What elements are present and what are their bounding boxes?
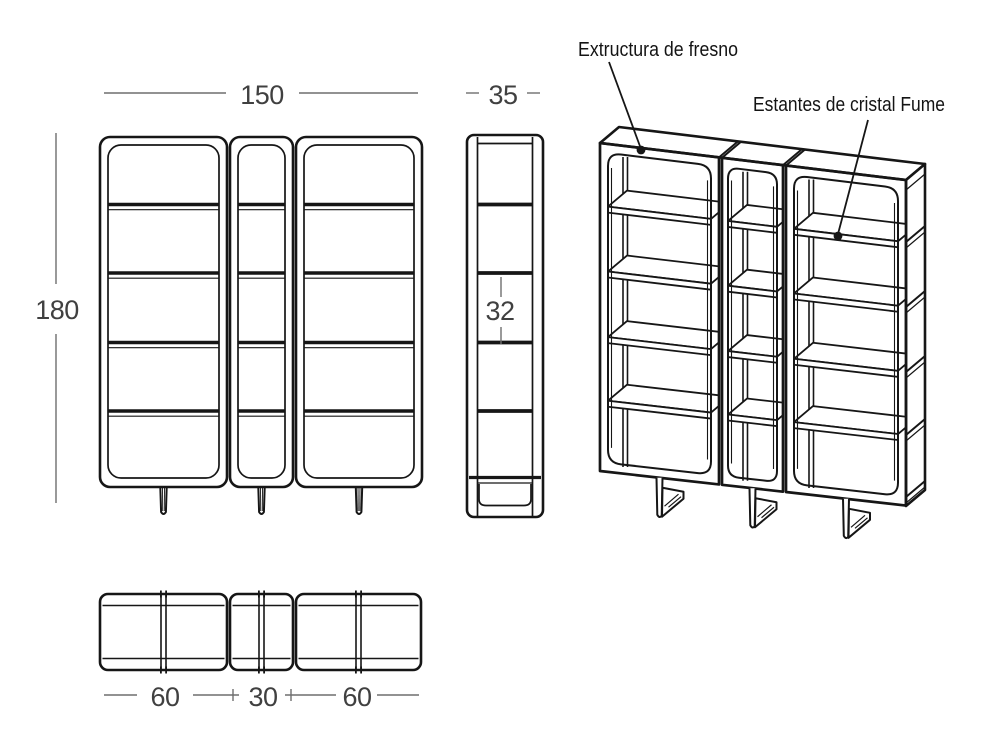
right-side-face bbox=[904, 162, 927, 508]
frame-leader-dot-icon bbox=[636, 145, 646, 155]
module-foot-3d bbox=[842, 498, 871, 540]
dimension-lines bbox=[55, 92, 540, 701]
module-outer-frame bbox=[294, 135, 424, 489]
line bbox=[761, 506, 775, 519]
line bbox=[854, 517, 868, 529]
shelf-material-label: Estantes de cristal Fume bbox=[753, 94, 945, 116]
line bbox=[718, 140, 739, 159]
line bbox=[905, 486, 926, 504]
top-module-0 bbox=[98, 590, 229, 674]
module-inner-frame bbox=[107, 144, 220, 479]
line bbox=[905, 173, 926, 191]
top-module-2 bbox=[294, 590, 423, 674]
side-outer-frame bbox=[465, 133, 545, 519]
module-leg bbox=[354, 486, 364, 515]
module-outer-frame bbox=[228, 135, 295, 489]
side-foot-cutout bbox=[478, 484, 532, 507]
line bbox=[785, 148, 806, 167]
line bbox=[757, 504, 772, 518]
foot-gusset bbox=[754, 497, 778, 529]
shelf-spacing-dimension-label: 32 bbox=[485, 296, 514, 326]
perspective-module-2 bbox=[793, 179, 906, 489]
perspective-view bbox=[598, 125, 927, 540]
line bbox=[905, 361, 926, 379]
width-dimension-label: 150 bbox=[240, 80, 284, 110]
top-module-1 bbox=[228, 590, 295, 674]
line bbox=[905, 355, 926, 373]
line bbox=[721, 140, 742, 159]
module-plan-outline bbox=[98, 592, 229, 672]
module-outer-frame bbox=[98, 135, 229, 489]
module-plan-outline bbox=[294, 592, 423, 672]
dimension-labels: 150 180 35 32 60 30 60 bbox=[35, 80, 518, 712]
module-inner-frame-3d bbox=[793, 175, 899, 496]
front-view bbox=[98, 135, 424, 515]
center-module-dimension-label: 30 bbox=[248, 682, 277, 712]
module-inner-frame bbox=[237, 144, 286, 479]
line bbox=[668, 496, 682, 508]
front-module-2 bbox=[294, 135, 424, 515]
line bbox=[905, 480, 926, 498]
line bbox=[782, 148, 803, 166]
module-leg bbox=[257, 486, 266, 515]
module-outer-frame-3d bbox=[598, 141, 721, 486]
side-view bbox=[465, 133, 545, 519]
material-annotations: Extructura de fresno Estantes de cristal… bbox=[578, 39, 945, 241]
line bbox=[905, 424, 926, 442]
perspective-module-0 bbox=[607, 157, 719, 467]
left-module-dimension-label: 60 bbox=[150, 682, 179, 712]
line bbox=[850, 514, 866, 528]
line bbox=[905, 231, 926, 249]
line bbox=[905, 290, 926, 308]
module-inner-frame bbox=[303, 144, 415, 479]
depth-dimension-label: 35 bbox=[488, 80, 517, 110]
module-foot-3d bbox=[655, 477, 685, 518]
front-module-0 bbox=[98, 135, 229, 515]
module-inner-frame-3d bbox=[607, 153, 712, 475]
right-module-dimension-label: 60 bbox=[342, 682, 371, 712]
front-module-1 bbox=[228, 135, 295, 515]
side-panel bbox=[904, 162, 927, 508]
module-outer-frame-3d bbox=[720, 156, 785, 494]
foot-gusset bbox=[847, 507, 871, 539]
line bbox=[837, 119, 869, 235]
module-inner-frame-3d bbox=[727, 167, 778, 482]
top-view bbox=[98, 590, 423, 674]
line bbox=[608, 61, 642, 150]
line bbox=[905, 225, 926, 243]
module-plan-outline bbox=[228, 592, 295, 672]
foot-gusset bbox=[661, 486, 685, 518]
height-dimension-label: 180 bbox=[35, 295, 79, 325]
line bbox=[664, 493, 679, 507]
shelf-leader-dot-icon bbox=[833, 231, 843, 241]
module-foot-3d bbox=[748, 488, 778, 529]
module-leg bbox=[159, 486, 168, 515]
module-outer-frame-3d bbox=[784, 164, 908, 507]
line bbox=[905, 296, 926, 314]
line bbox=[905, 418, 926, 436]
frame-material-label: Extructura de fresno bbox=[578, 39, 738, 61]
